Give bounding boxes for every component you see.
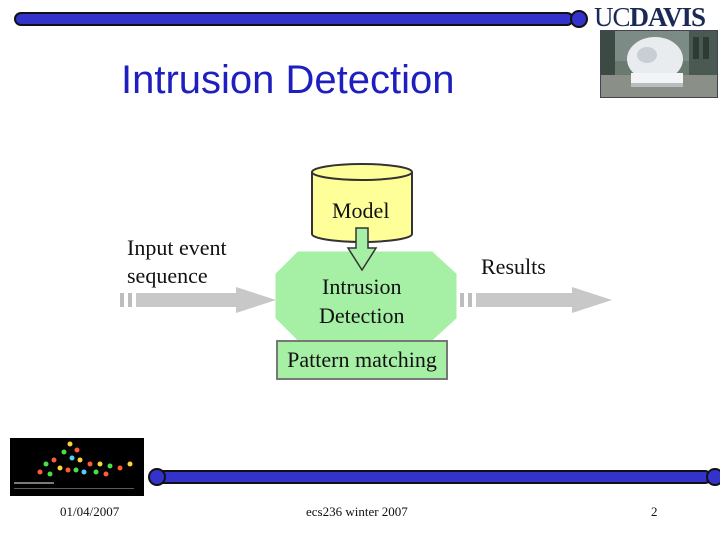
input-label-line2: sequence (127, 263, 208, 288)
pattern-matching-box: Pattern matching (276, 340, 448, 380)
results-label: Results (481, 254, 546, 279)
results-arrow (460, 287, 612, 313)
footer-bar-knob-right (706, 468, 720, 486)
input-label-line1: Input event (127, 235, 227, 260)
campus-photo (600, 30, 718, 98)
uc-davis-logo: UCDAVIS (594, 2, 707, 33)
fireworks-image (10, 438, 144, 496)
slide-title: Intrusion Detection (121, 58, 455, 102)
footer-date: 01/04/2007 (60, 504, 120, 519)
footer-bar (152, 470, 712, 484)
input-arrow (120, 287, 276, 313)
detector-label-line1: Intrusion (322, 274, 402, 299)
detector-label-line2: Detection (319, 303, 405, 328)
brand-prefix: UC (594, 2, 631, 32)
footer-bar-knob (148, 468, 166, 486)
footer-course: ecs236 winter 2007 (306, 504, 408, 519)
header-bar-knob (570, 10, 588, 28)
footer-page-number: 2 (651, 504, 658, 519)
model-to-detector-arrow (346, 227, 378, 272)
brand-suffix: DAVIS (629, 2, 707, 32)
model-label: Model (332, 198, 390, 223)
header-bar (14, 12, 574, 26)
